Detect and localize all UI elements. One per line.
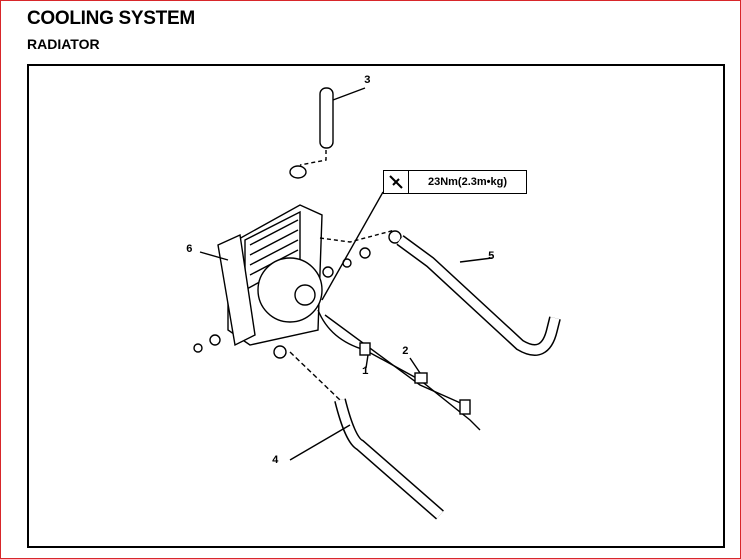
torque-spec-label: 23Nm(2.3m•kg) [383, 170, 527, 194]
bolts [193, 230, 402, 359]
callout-1: 1 [362, 366, 369, 378]
section-title: COOLING SYSTEM [27, 8, 195, 29]
wrench-icon [384, 171, 409, 193]
callout-5: 5 [488, 251, 495, 263]
lower-hose-part-5 [396, 235, 561, 356]
callout-3: 3 [364, 75, 371, 87]
diagram-frame [27, 64, 725, 548]
callout-6: 6 [186, 244, 193, 256]
section-subtitle: RADIATOR [27, 36, 100, 52]
wire-harness-parts-1-2 [317, 309, 481, 431]
torque-value: 23Nm(2.3m•kg) [427, 176, 508, 188]
callout-2: 2 [402, 346, 409, 358]
callout-4: 4 [272, 455, 279, 467]
radiator-part-6 [199, 204, 323, 347]
hose-part-4 [289, 351, 444, 520]
upper-hose-part-3 [289, 87, 366, 179]
